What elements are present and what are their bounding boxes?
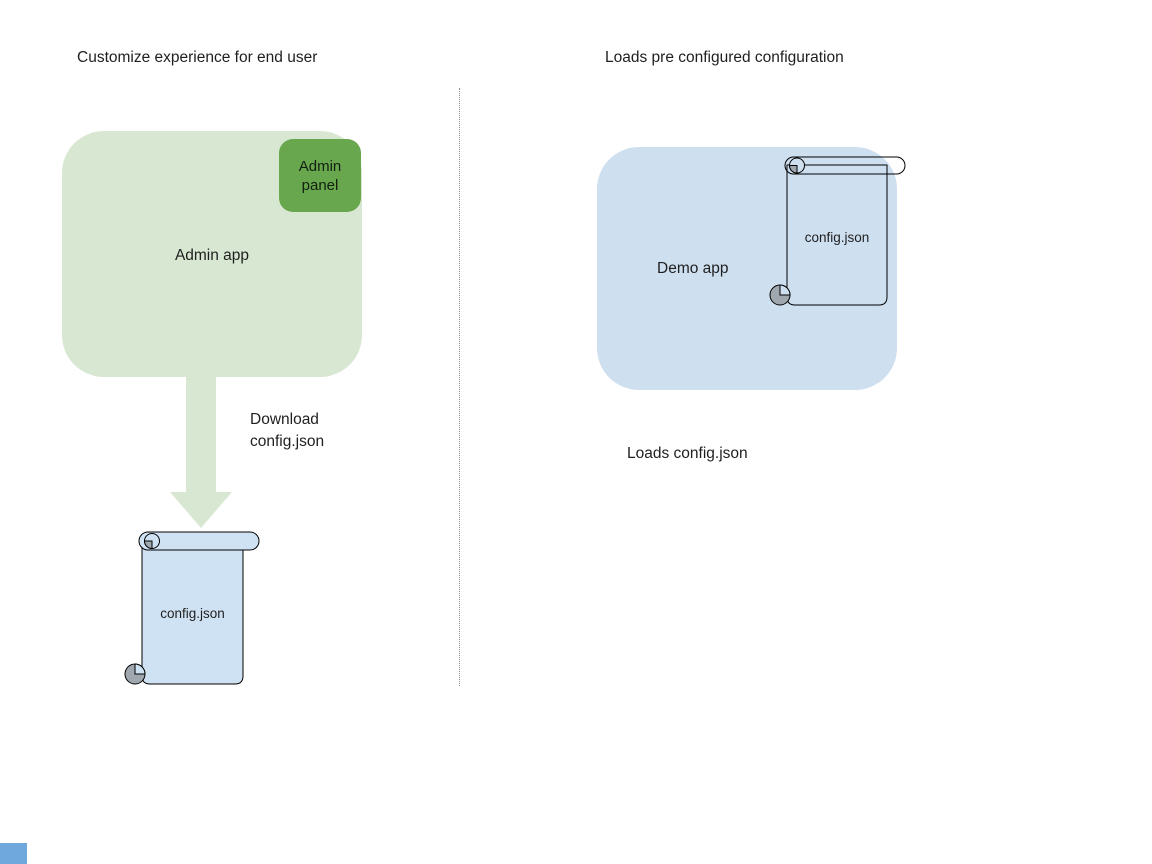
scroll-shape-icon	[124, 531, 260, 685]
scroll-top-curl-shade	[143, 540, 153, 550]
scroll-top-curl	[144, 533, 160, 549]
scroll-top-roll	[138, 531, 260, 551]
scroll-bottom-curl	[124, 663, 146, 685]
right-section-title: Loads pre configured configuration	[605, 49, 844, 66]
scroll-bottom-curl-notch	[134, 663, 146, 675]
demo-app-box	[597, 147, 897, 390]
corner-blue-square	[0, 843, 27, 864]
demo-app-label: Demo app	[657, 260, 729, 277]
config-file-scroll-left: config.json	[122, 527, 262, 689]
download-config-label: Download config.json	[250, 411, 325, 450]
admin-app-label: Admin app	[174, 247, 250, 264]
section-divider-line	[459, 88, 460, 686]
config-file-label-left: config.json	[160, 606, 225, 621]
left-section-title: Customize experience for end user	[77, 49, 318, 66]
arrow-shape	[170, 374, 232, 528]
admin-panel-box: Admin panel	[279, 139, 361, 212]
loads-config-caption: Loads config.json	[627, 445, 748, 462]
admin-panel-label: Admin panel	[298, 157, 342, 194]
download-arrow-icon	[170, 374, 232, 528]
scroll-body	[141, 540, 244, 685]
